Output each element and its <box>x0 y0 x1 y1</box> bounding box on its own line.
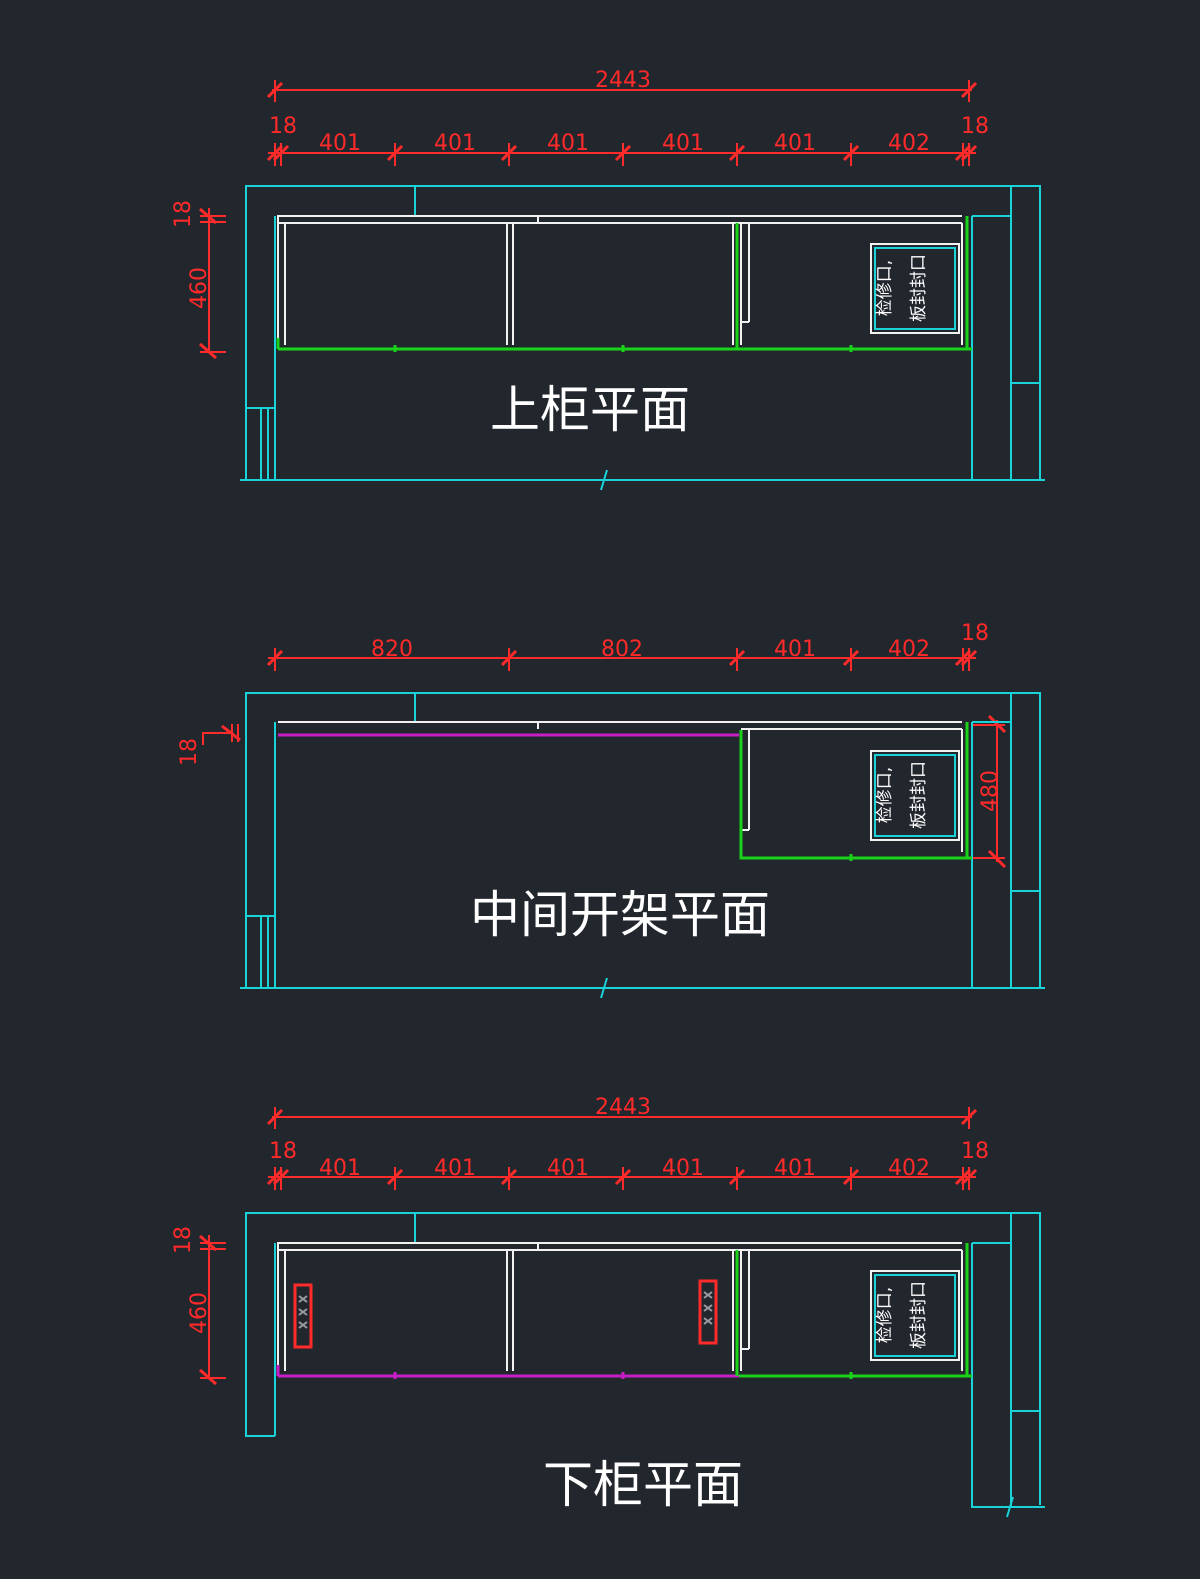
top-thickness-dim-label: 18 <box>177 738 202 766</box>
segment-dim-label: 401 <box>319 131 361 156</box>
segment-dim-label: 401 <box>434 1156 476 1181</box>
segment-dim-label: 402 <box>888 1156 930 1181</box>
depth-dim-label: 480 <box>978 770 1003 812</box>
note-line-1: 检修口, <box>875 767 895 823</box>
door-panels <box>277 215 963 349</box>
door-panels <box>278 721 963 852</box>
segment-dim-label: 401 <box>774 637 816 662</box>
right-end-dim-label: 18 <box>961 1139 989 1164</box>
top-thickness-dim-label: 18 <box>171 200 196 228</box>
note-line-2: 板封封口 <box>909 254 929 322</box>
note-line-1: 检修口, <box>875 1287 895 1343</box>
segment-dim-label: 401 <box>662 1156 704 1181</box>
total-dimension: 2443 <box>266 1095 978 1129</box>
segment-dim-label: 401 <box>434 131 476 156</box>
open-shelf-line <box>276 1365 739 1379</box>
segment-dim-label: 802 <box>601 637 643 662</box>
lower-cabinet-plan: 2443 18 18 401 401 401 <box>171 1095 1045 1518</box>
depth-dim-label: 460 <box>187 267 212 309</box>
note-line-1: 检修口, <box>875 260 895 316</box>
shelf-lines <box>739 722 972 861</box>
total-dim-label: 2443 <box>595 1095 651 1120</box>
segment-dim-label: 401 <box>547 131 589 156</box>
segment-dim-label: 820 <box>371 637 413 662</box>
shelf-lines <box>276 216 972 352</box>
right-depth-dimension: 480 <box>972 714 1007 869</box>
access-panel-note: 检修口, 板封封口 <box>870 750 960 841</box>
left-end-dim-label: 18 <box>269 114 297 139</box>
segment-dim-label: 401 <box>547 1156 589 1181</box>
left-end-dim-label: 18 <box>269 1139 297 1164</box>
upper-cabinet-plan: 2443 18 18 401 401 401 <box>171 68 1045 491</box>
segment-dim-label: 401 <box>774 1156 816 1181</box>
segment-dim-label: 401 <box>774 131 816 156</box>
socket-icon <box>698 1279 718 1345</box>
total-dimension: 2443 <box>266 68 978 102</box>
segment-dim-label: 402 <box>888 131 930 156</box>
top-thickness-dim-label: 18 <box>171 1226 196 1254</box>
socket-symbols <box>293 1279 718 1349</box>
shelf-lines <box>735 1243 972 1379</box>
socket-icon <box>293 1283 313 1349</box>
segment-dimensions: 18 18 401 401 401 401 401 402 <box>266 114 989 166</box>
right-end-dim-label: 18 <box>961 114 989 139</box>
segment-dimensions: 18 18 401 401 401 401 401 402 <box>266 1139 989 1190</box>
wall-outline <box>240 692 1045 999</box>
segment-dim-label: 401 <box>319 1156 361 1181</box>
wall-outline <box>240 185 1045 491</box>
access-panel-note: 检修口, 板封封口 <box>870 1270 960 1361</box>
segment-dim-label: 402 <box>888 637 930 662</box>
total-dim-label: 2443 <box>595 68 651 93</box>
depth-dim-label: 460 <box>187 1292 212 1334</box>
right-end-dim-label: 18 <box>961 621 989 646</box>
door-panels <box>277 1242 963 1375</box>
note-line-2: 板封封口 <box>909 1281 929 1349</box>
vertical-dimension: 18 <box>177 724 241 766</box>
wall-outline <box>245 1212 1045 1518</box>
panel-title: 上柜平面 <box>490 381 690 439</box>
segment-dim-label: 401 <box>662 131 704 156</box>
panel-title: 中间开架平面 <box>470 886 770 944</box>
note-line-2: 板封封口 <box>909 761 929 829</box>
middle-open-shelf-plan: 18 820 802 401 402 18 480 <box>177 621 1045 999</box>
access-panel-note: 检修口, 板封封口 <box>870 243 960 334</box>
panel-title: 下柜平面 <box>543 1456 743 1514</box>
vertical-dimension: 18 460 <box>171 1226 226 1386</box>
segment-dimensions: 18 820 802 401 402 <box>266 621 989 671</box>
vertical-dimension: 18 460 <box>171 200 226 360</box>
